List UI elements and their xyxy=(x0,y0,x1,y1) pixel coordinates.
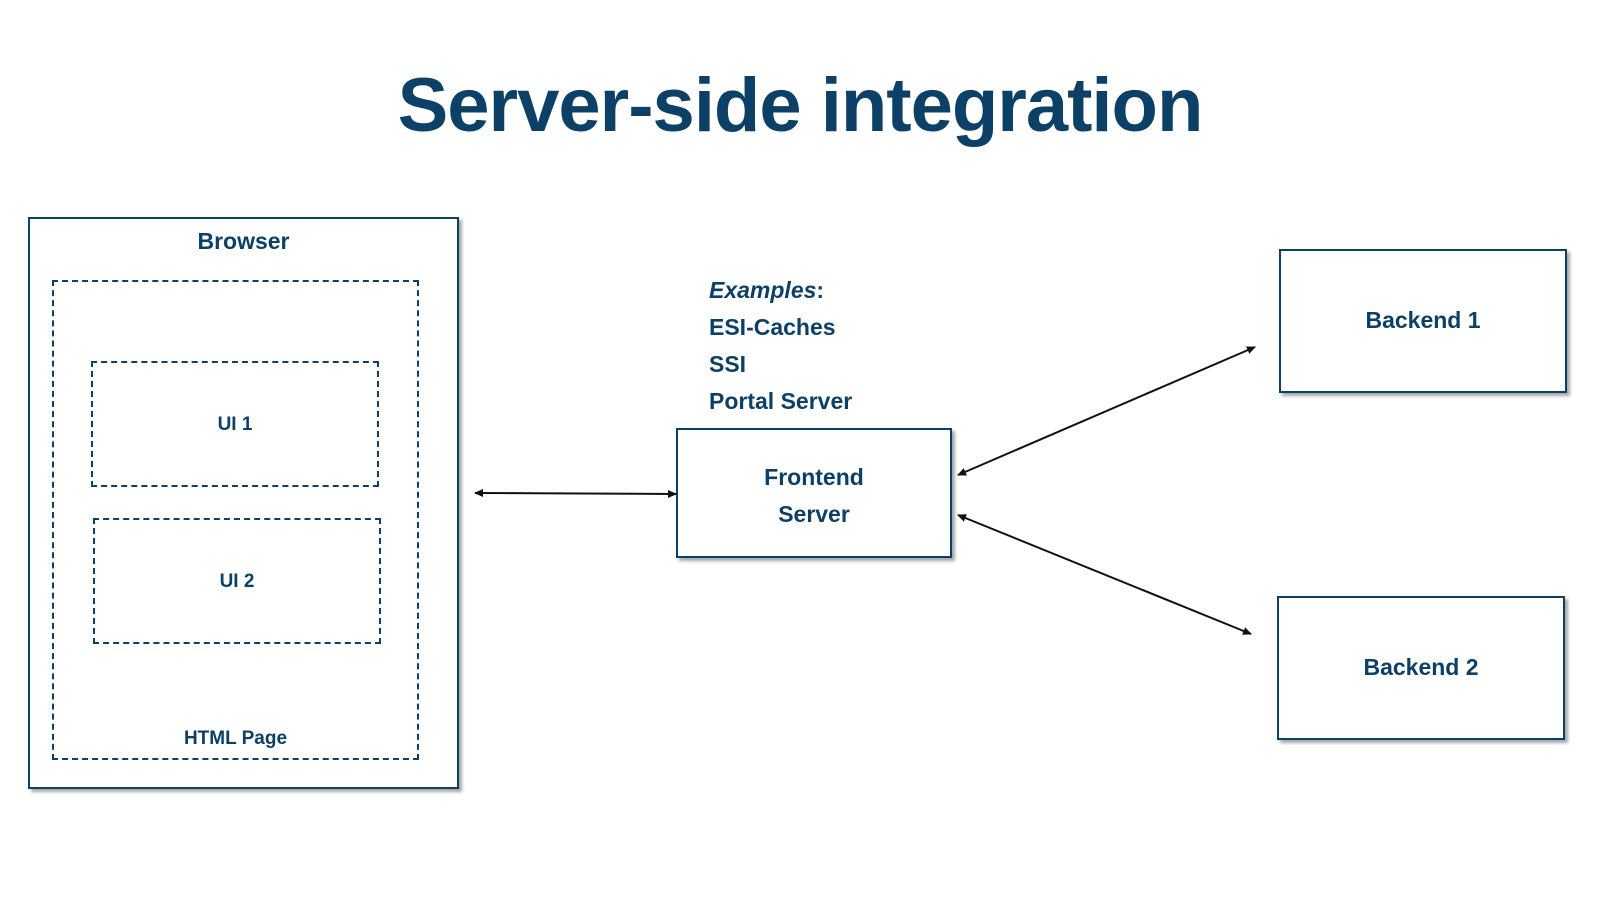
examples-heading-colon: : xyxy=(816,277,825,303)
backend-1-label: Backend 1 xyxy=(1365,307,1481,333)
ui2-box xyxy=(93,518,381,644)
arrow-frontend-backend-1 xyxy=(957,346,1256,476)
backend-2-box xyxy=(1277,596,1565,740)
backend-1-box xyxy=(1279,249,1567,393)
html-page-label: HTML Page xyxy=(183,728,288,749)
examples-list: Examples: ESI-Caches SSI Portal Server xyxy=(709,272,852,420)
arrow-frontend-backend-2 xyxy=(957,514,1252,635)
page-title: Server-side integration xyxy=(397,63,1204,148)
arrow-browser-frontend xyxy=(474,489,677,498)
browser-box xyxy=(28,217,459,789)
example-item-portal-server: Portal Server xyxy=(709,388,853,414)
browser-label: Browser xyxy=(197,228,290,254)
backend-2-label: Backend 2 xyxy=(1363,654,1479,680)
examples-heading-text: Examples xyxy=(709,277,817,303)
frontend-server-label-line2: Server xyxy=(778,501,850,527)
frontend-server-label: Frontend Server xyxy=(676,459,952,533)
ui1-label: UI 1 xyxy=(217,414,253,435)
ui1-box xyxy=(91,361,379,487)
example-item-esi-caches: ESI-Caches xyxy=(709,314,836,340)
frontend-server-label-line1: Frontend xyxy=(764,464,864,490)
html-page-box xyxy=(52,280,419,760)
example-item-ssi: SSI xyxy=(709,351,747,377)
examples-heading: Examples: xyxy=(709,272,852,309)
ui2-label: UI 2 xyxy=(219,571,255,592)
frontend-server-box xyxy=(676,428,952,558)
